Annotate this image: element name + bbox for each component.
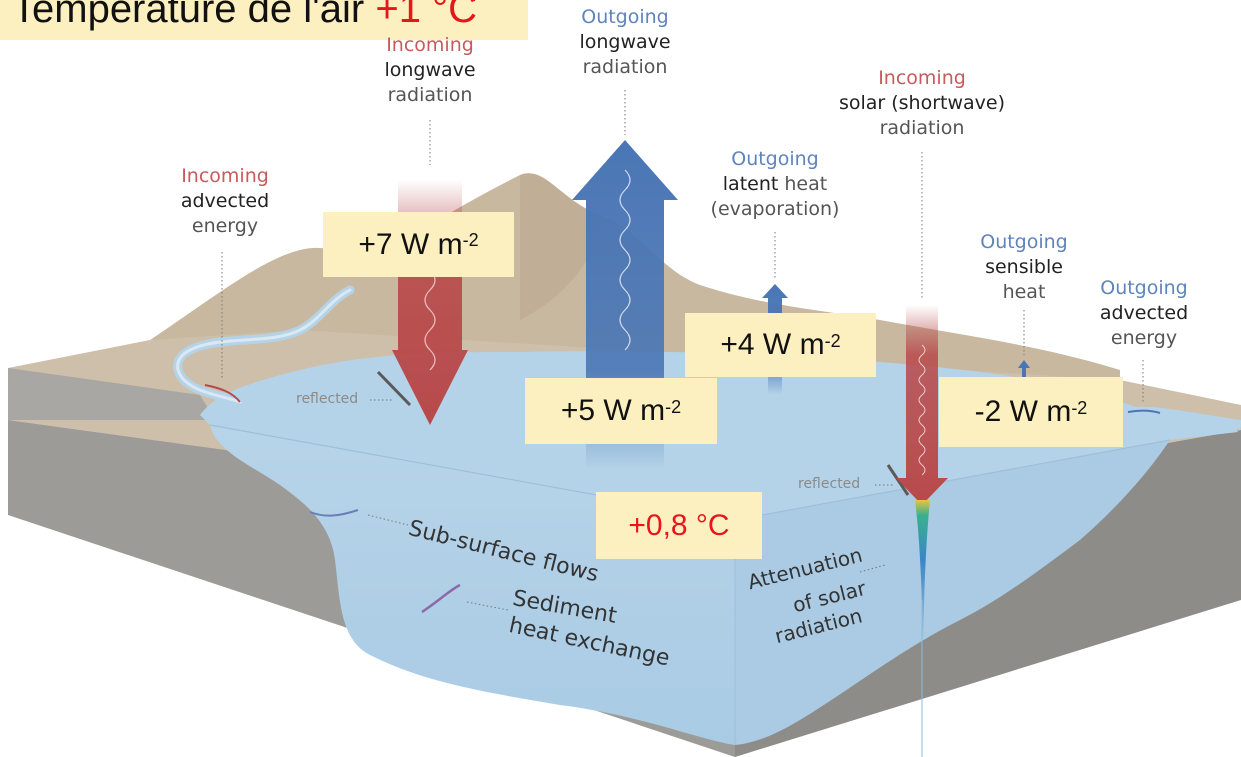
label-line: latent heat xyxy=(700,172,850,197)
label-line: heat xyxy=(1002,281,1046,303)
outgoing-advected-symbol xyxy=(1127,409,1161,414)
value-text: +0,8 °C xyxy=(628,508,730,542)
label-reflected-right: reflected xyxy=(798,476,861,492)
label-line: solar (shortwave) xyxy=(838,92,1006,114)
label-latent-word: latent xyxy=(722,173,779,195)
sub-surface-flow-symbol xyxy=(309,509,359,517)
label-incoming-solar: Incoming solar (shortwave) radiation xyxy=(822,66,1022,141)
value-longwave-in: +7 W m-2 xyxy=(323,212,514,277)
value-text: +4 W m xyxy=(720,328,825,361)
label-reflected-left: reflected xyxy=(296,391,359,407)
value-longwave-out: +5 W m-2 xyxy=(525,378,717,444)
label-line: radiation xyxy=(387,84,473,106)
label-line: Outgoing xyxy=(1100,277,1188,299)
value-exponent: -2 xyxy=(824,330,841,351)
label-line: Outgoing xyxy=(980,231,1068,253)
incoming-river-outline xyxy=(176,288,352,404)
value-text: -2 W m xyxy=(974,395,1072,428)
incoming-solar-wave xyxy=(918,344,926,476)
label-line: radiation xyxy=(879,117,965,139)
value-sensible-out: -2 W m-2 xyxy=(939,377,1123,447)
label-line: Incoming xyxy=(386,34,474,56)
value-text: +5 W m xyxy=(560,394,666,427)
terrain-left-top-ledge xyxy=(8,368,215,420)
value-exponent: -2 xyxy=(665,396,682,417)
value-exponent: -2 xyxy=(462,230,479,250)
outgoing-longwave-wave xyxy=(619,169,631,351)
label-line: advected xyxy=(1099,302,1189,324)
label-outgoing-advected: Outgoing advected energy xyxy=(1084,276,1204,351)
label-line: Incoming xyxy=(181,165,269,187)
mountain-shading xyxy=(520,173,600,320)
title-prefix: Température de l'air xyxy=(12,0,365,31)
solar-attenuation-plume xyxy=(915,500,930,650)
title-value: +1 °C xyxy=(375,0,477,31)
label-line: energy xyxy=(1110,327,1178,349)
label-outgoing-longwave: Outgoing longwave radiation xyxy=(565,5,685,80)
label-line: Outgoing xyxy=(731,148,819,170)
label-line: sensible xyxy=(985,256,1063,278)
sediment-exchange-symbol xyxy=(421,583,461,614)
outgoing-sensible-arrow xyxy=(1018,360,1030,378)
incoming-advected-symbol xyxy=(204,384,241,403)
label-line: energy xyxy=(191,215,259,237)
incoming-longwave-wave xyxy=(424,269,436,371)
label-line: Outgoing xyxy=(581,6,669,28)
value-latent-out: +4 W m-2 xyxy=(685,313,876,377)
leader-lines xyxy=(221,90,1144,611)
label-line: longwave xyxy=(384,59,476,81)
value-text: +7 W m xyxy=(358,227,463,261)
label-heat-word: heat xyxy=(778,173,828,195)
air-temperature-title: Température de l'air +1 °C xyxy=(0,0,528,40)
label-incoming-longwave: Incoming longwave radiation xyxy=(370,33,490,108)
value-water-temp: +0,8 °C xyxy=(596,492,762,559)
value-exponent: -2 xyxy=(1071,397,1088,418)
label-incoming-advected: Incoming advected energy xyxy=(165,164,285,239)
label-outgoing-latent: Outgoing latent heat (evaporation) xyxy=(700,147,850,222)
label-line: (evaporation) xyxy=(710,198,840,220)
label-line: longwave xyxy=(579,31,671,53)
label-line: radiation xyxy=(582,56,668,78)
reflected-ray-left xyxy=(376,370,412,407)
lake-body-right xyxy=(735,440,1170,745)
label-line: advected xyxy=(180,190,270,212)
label-line: Incoming xyxy=(878,67,966,89)
label-outgoing-sensible: Outgoing sensible heat xyxy=(964,230,1084,305)
